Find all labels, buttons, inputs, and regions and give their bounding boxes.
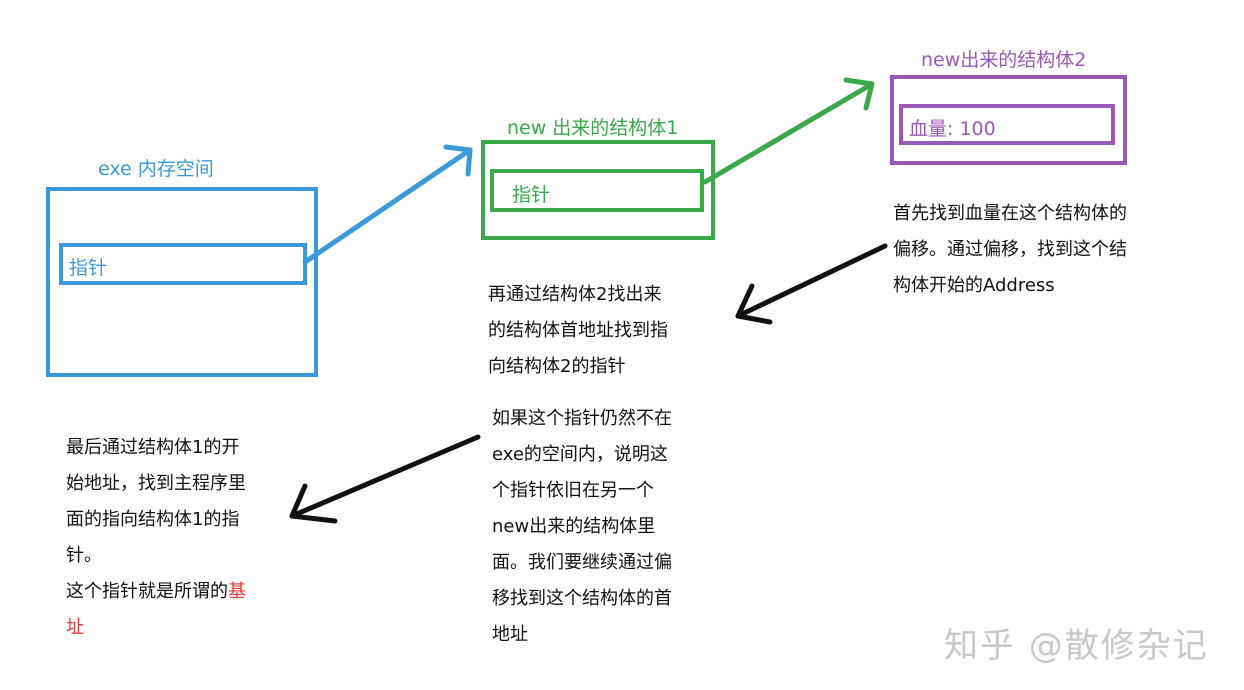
note-line: 针。 bbox=[66, 545, 102, 566]
struct1-pointer-box: 指针 bbox=[490, 169, 704, 212]
note-line: 这个指针就是所谓的基 bbox=[66, 574, 246, 610]
note-step4: 最后通过结构体1的开 始地址，找到主程序里 面的指向结构体1的指 针。 这个指针… bbox=[66, 430, 246, 646]
struct2-field-label: 血量: 100 bbox=[909, 118, 996, 140]
note-line: 面的指向结构体1的指 bbox=[66, 509, 240, 530]
note-line: 向结构体2的指针 bbox=[488, 356, 626, 377]
arrow-step3-to-step4 bbox=[289, 434, 481, 524]
struct2-box bbox=[890, 75, 1127, 165]
note-base-address-prefix: 这个指针就是所谓的 bbox=[66, 581, 228, 602]
struct2-field-box: 血量: 100 bbox=[899, 104, 1115, 145]
note-line: 首先找到血量在这个结构体的 bbox=[893, 203, 1127, 224]
note-line: 地址 bbox=[492, 624, 528, 645]
exe-title: exe 内存空间 bbox=[98, 158, 214, 180]
arrow-step1-to-step2 bbox=[735, 243, 888, 325]
note-line: exe的空间内，说明这 bbox=[492, 444, 668, 465]
exe-memory-box bbox=[46, 187, 318, 377]
struct2-title: new出来的结构体2 bbox=[921, 49, 1087, 71]
note-line: 的结构体首地址找到指 bbox=[488, 320, 668, 341]
exe-pointer-label: 指针 bbox=[69, 257, 108, 279]
struct1-box bbox=[481, 140, 715, 240]
note-step3: 如果这个指针仍然不在 exe的空间内，说明这 个指针依旧在另一个 new出来的结… bbox=[492, 401, 672, 653]
note-line: 再通过结构体2找出来 bbox=[488, 284, 662, 305]
note-line: 偏移。通过偏移，找到这个结 bbox=[893, 239, 1127, 260]
exe-pointer-box: 指针 bbox=[59, 243, 307, 285]
note-base-address-highlight: 址 bbox=[66, 617, 84, 638]
note-base-address-highlight: 基 bbox=[228, 581, 246, 602]
note-line: 最后通过结构体1的开 bbox=[66, 437, 240, 458]
struct1-pointer-label: 指针 bbox=[512, 184, 551, 206]
note-step1: 首先找到血量在这个结构体的 偏移。通过偏移，找到这个结 构体开始的Address bbox=[893, 196, 1127, 304]
watermark: 知乎 @散修杂记 bbox=[944, 626, 1209, 666]
note-line: 构体开始的Address bbox=[893, 275, 1055, 296]
struct1-title: new 出来的结构体1 bbox=[507, 117, 679, 139]
note-line: 移找到这个结构体的首 bbox=[492, 588, 672, 609]
arrow-struct1-to-struct2 bbox=[702, 77, 875, 185]
note-line: 如果这个指针仍然不在 bbox=[492, 408, 672, 429]
note-step2: 再通过结构体2找出来 的结构体首地址找到指 向结构体2的指针 bbox=[488, 277, 668, 385]
arrow-exe-to-struct1 bbox=[302, 144, 473, 265]
note-line: 始地址，找到主程序里 bbox=[66, 473, 246, 494]
note-line: 面。我们要继续通过偏 bbox=[492, 552, 672, 573]
note-line: 个指针依旧在另一个 bbox=[492, 480, 654, 501]
note-line: new出来的结构体里 bbox=[492, 516, 656, 537]
